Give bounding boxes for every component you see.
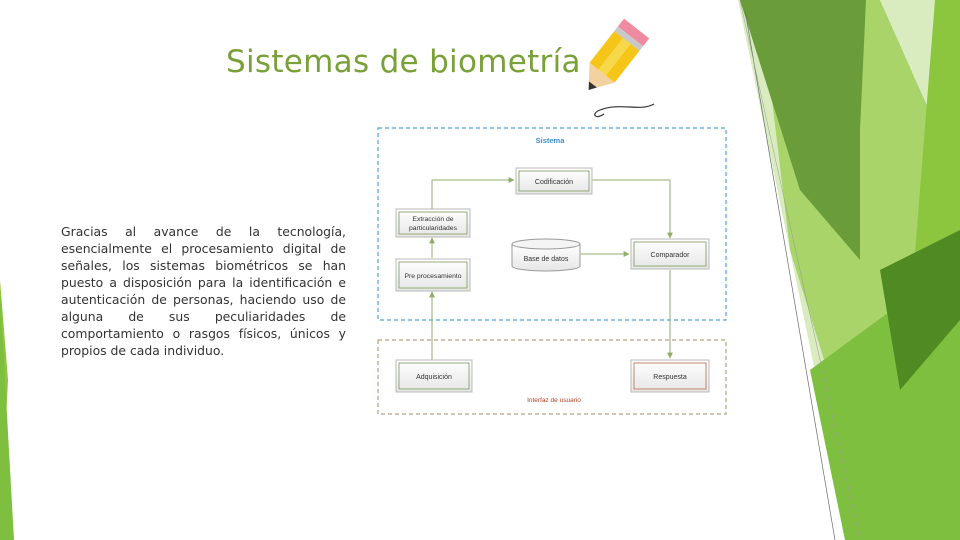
node-respuesta: Respuesta [630, 359, 710, 393]
system-boundary [377, 127, 727, 321]
node-label: Respuesta [653, 374, 687, 381]
node-adquisicion: Adquisición [395, 359, 473, 393]
biometric-system-diagram: Sistema Interfaz de usuario Codificación… [377, 127, 727, 415]
node-extraccion: Extracción de particularidades [395, 208, 471, 238]
node-label: Comparador [651, 252, 691, 259]
right-facet-dark [740, 0, 866, 260]
left-facet-strip [0, 290, 14, 540]
node-label: Base de datos [524, 256, 569, 263]
connector [431, 177, 515, 211]
interface-boundary [377, 339, 727, 415]
system-label: Sistema [536, 136, 566, 145]
slide-title: Sistemas de biometría [226, 44, 581, 80]
connector [592, 179, 673, 239]
slide-body-text: Gracias al avance de la tecnología, esen… [61, 224, 346, 358]
node-label: Extracción de [412, 216, 453, 223]
node-base-datos: Base de datos [511, 238, 581, 272]
deco-line [739, 0, 861, 540]
node-label: particularidades [409, 225, 458, 232]
deco-line [744, 9, 836, 540]
node-label: Codificación [535, 179, 573, 186]
node-label: Pre procesamiento [404, 273, 461, 280]
node-comparador: Comparador [630, 238, 710, 270]
node-label: Adquisición [416, 374, 452, 381]
right-facet-deep [880, 230, 960, 390]
node-codificacion: Codificación [515, 167, 593, 195]
pencil-icon [588, 18, 655, 118]
node-preprocesamiento: Pre procesamiento [395, 258, 471, 292]
interface-label: Interfaz de usuario [527, 397, 581, 404]
